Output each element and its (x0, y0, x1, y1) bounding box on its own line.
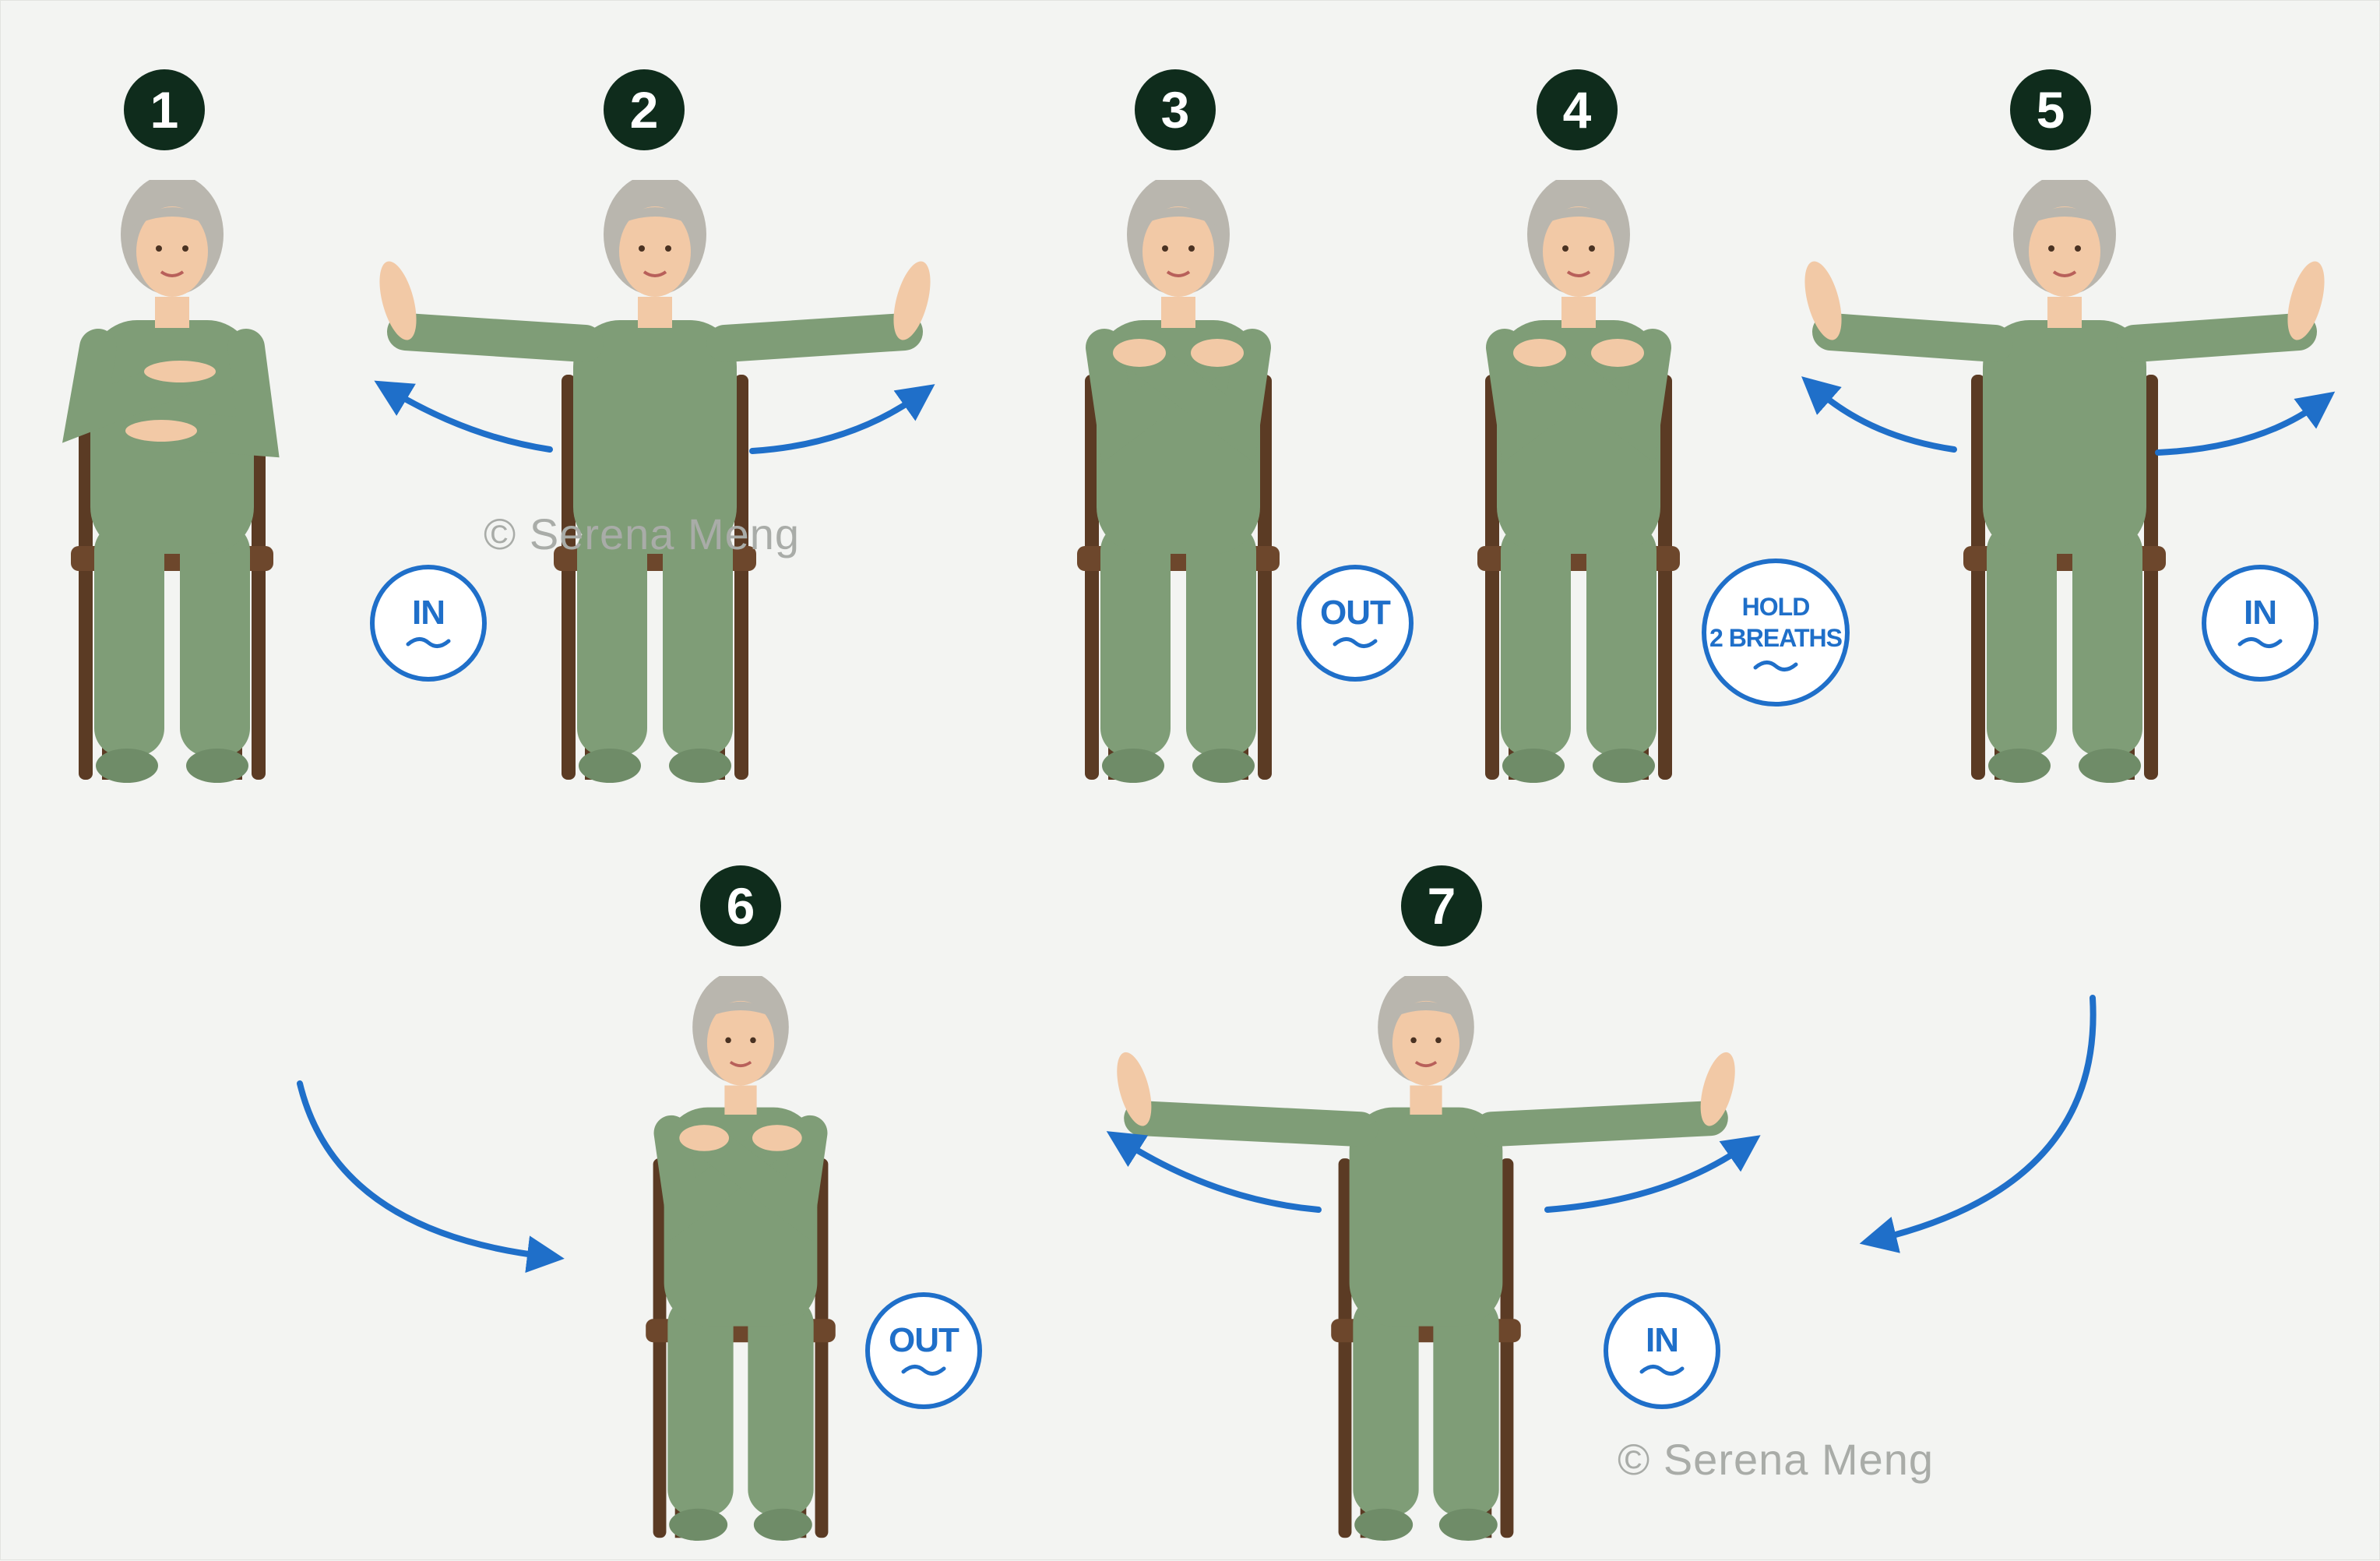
watermark: © Serena Meng (1618, 1434, 1934, 1485)
watermark: © Serena Meng (484, 509, 800, 559)
